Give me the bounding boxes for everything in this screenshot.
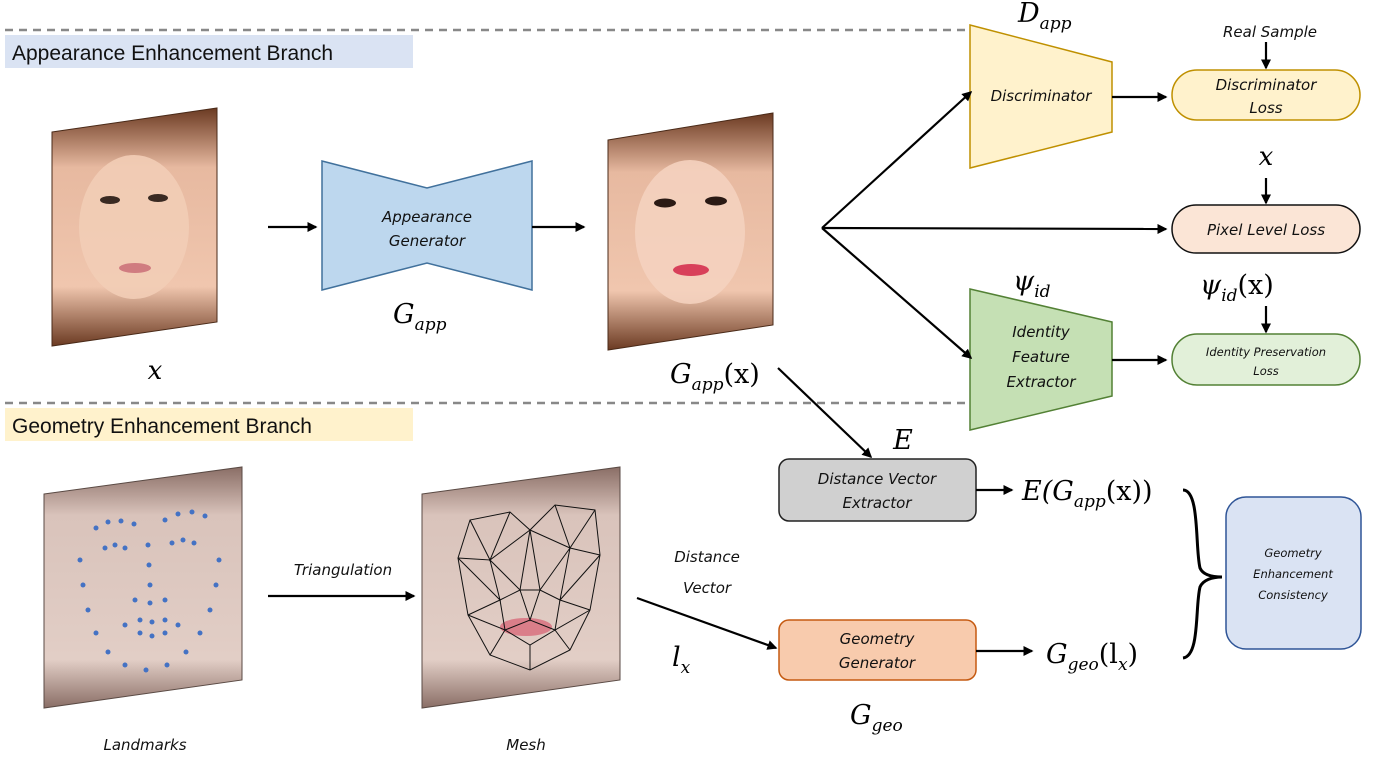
g-geo-lx-label: Ggeo(lx) (1046, 639, 1138, 675)
input-x-label: x (148, 356, 163, 386)
mesh-face-image (421, 466, 621, 709)
geometry-generator-label-line1: Geometry (840, 630, 916, 648)
d-app-label: Dapp (1017, 0, 1072, 34)
landmarks-label: Landmarks (103, 736, 186, 754)
g-app-label: Gapp (393, 299, 447, 335)
geometry-branch-label-bg (5, 408, 413, 441)
psi-id-x-label: ψid(x) (1200, 270, 1274, 306)
e-label: E (892, 425, 913, 456)
distance-vector-label-line1: Distance (674, 548, 740, 566)
triangulation-label: Triangulation (294, 561, 392, 579)
l-x-label: lx (672, 642, 691, 678)
distance-vector-label-line2: Vector (683, 579, 732, 597)
identity-extractor-label-line1: Identity (1012, 323, 1071, 341)
discriminator-label: Discriminator (991, 87, 1093, 105)
consistency-label-line2: Enhancement (1253, 567, 1333, 581)
triangulation-mesh (457, 504, 601, 671)
mesh-label: Mesh (506, 736, 546, 754)
discriminator-loss-pill (1171, 69, 1361, 121)
appearance-generator-box (321, 160, 533, 291)
geometry-consistency-box (1225, 496, 1362, 650)
landmark-dots (77, 509, 222, 673)
discriminator-loss-label-line1: Discriminator (1216, 76, 1318, 94)
geometry-branch-label: Geometry Enhancement Branch (12, 415, 312, 438)
pixel-level-loss-pill (1171, 204, 1361, 254)
real-sample-label: Real Sample (1223, 23, 1317, 41)
distance-extractor-label-line1: Distance Vector (818, 470, 937, 488)
consistency-label-line3: Consistency (1258, 588, 1328, 602)
discriminator-box (969, 24, 1113, 169)
g-app-x-label: Gapp(x) (670, 359, 760, 395)
appearance-branch-label-bg (5, 35, 413, 68)
pixel-level-loss-label: Pixel Level Loss (1207, 221, 1325, 239)
geometry-generator-label-line2: Generator (839, 654, 916, 672)
g-geo-label: Ggeo (850, 700, 903, 736)
input-face-image (51, 107, 218, 347)
identity-loss-label-line1: Identity Preservation (1206, 345, 1326, 359)
appearance-generator-label-line2: Generator (389, 232, 466, 250)
appearance-generator-label-line1: Appearance (381, 208, 472, 226)
flow-arrows (268, 42, 1271, 656)
output-face-image (607, 112, 774, 351)
appearance-branch-label: Appearance Enhancement Branch (12, 42, 333, 65)
discriminator-loss-label-line2: Loss (1249, 99, 1282, 117)
e-g-app-x-label: E(Gapp(x)) (1021, 476, 1153, 512)
identity-extractor-label-line3: Extractor (1006, 373, 1076, 391)
curly-brace (1182, 488, 1223, 660)
identity-extractor-label-line2: Feature (1012, 348, 1070, 366)
identity-loss-label-line2: Loss (1253, 364, 1278, 378)
identity-feature-extractor-box (969, 288, 1113, 431)
distance-extractor-label-line2: Extractor (842, 494, 912, 512)
consistency-label-line1: Geometry (1264, 546, 1322, 560)
pixel-target-x-label: x (1259, 142, 1274, 172)
landmarks-face-image (43, 466, 243, 709)
identity-preservation-loss-pill (1171, 333, 1361, 386)
psi-id-label: ψid (1013, 266, 1051, 302)
